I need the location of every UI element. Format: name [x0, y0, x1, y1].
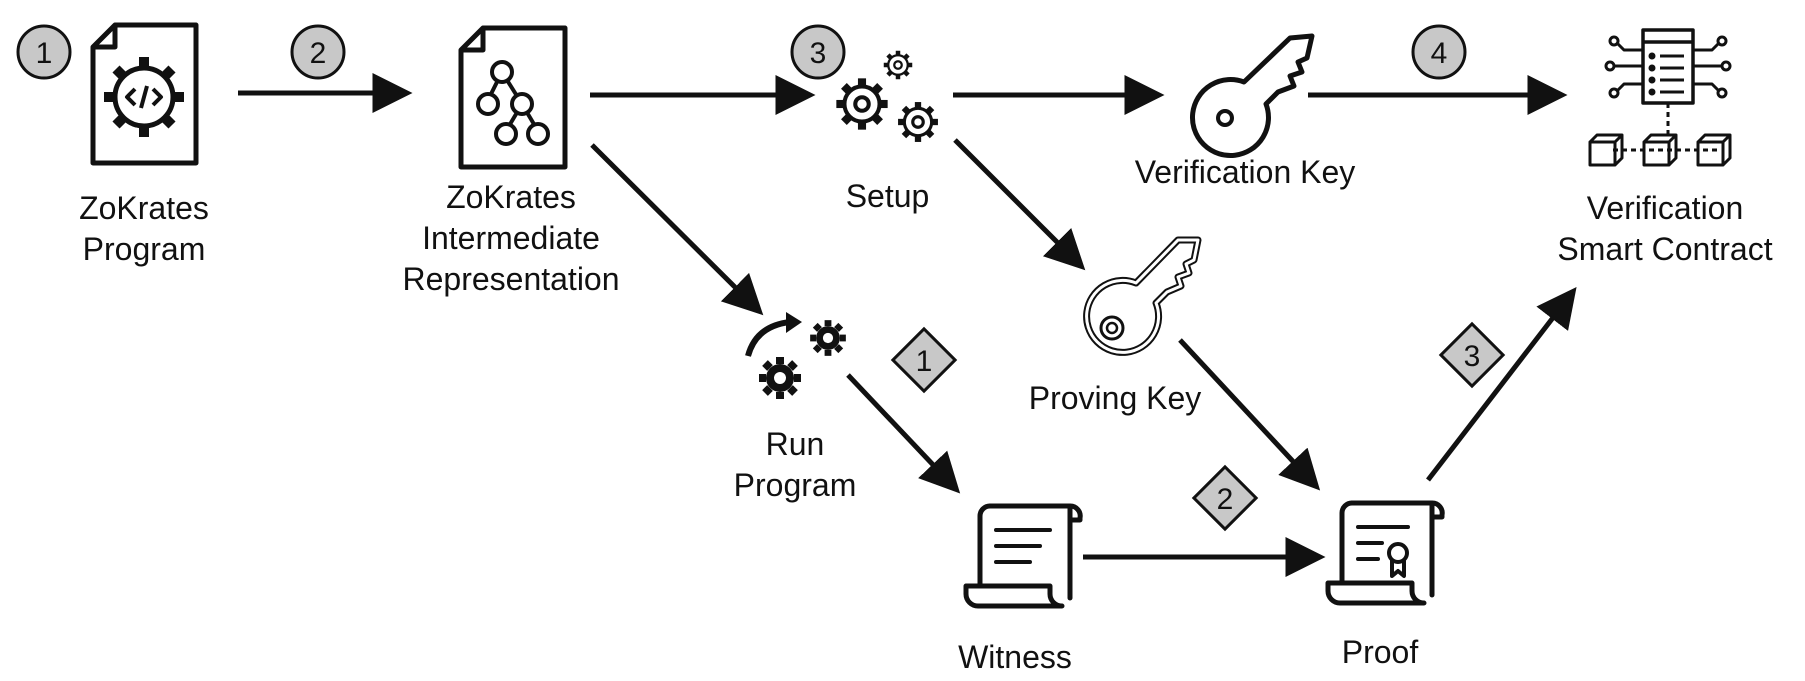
step-badge-circle-1: 1: [16, 24, 72, 80]
arrow-proof-to-contract: [1426, 287, 1577, 482]
svg-text:2: 2: [310, 37, 327, 70]
step-badge-circle-4: 4: [1411, 24, 1467, 80]
label-zokrates-ir: ZoKrates Intermediate Representation: [402, 179, 620, 297]
key-icon: [1190, 33, 1315, 158]
run-gears-icon: [745, 312, 846, 399]
label-proving-key: Proving Key: [1028, 380, 1202, 416]
svg-text:1: 1: [36, 37, 53, 70]
svg-text:1: 1: [916, 345, 933, 378]
arrow-run-program-to-witness: [846, 373, 961, 494]
scroll-icon: [963, 503, 1083, 609]
smart-contract-blocks-icon: [1588, 28, 1732, 167]
certificate-scroll-icon: [1325, 500, 1445, 606]
gears-icon: [836, 51, 938, 142]
label-proof: Proof: [1341, 634, 1419, 670]
step-badge-circle-2: 2: [290, 24, 346, 80]
step-badge-diamond-3: 3: [1438, 321, 1506, 389]
step-badge-circle-3: 3: [790, 24, 846, 80]
svg-text:3: 3: [810, 37, 827, 70]
step-badge-diamond-2: 2: [1191, 464, 1259, 532]
label-run-program: Run Program: [733, 426, 857, 503]
label-zokrates-program: ZoKrates Program: [79, 190, 209, 267]
arrow-proving-key-to-proof: [1178, 338, 1321, 491]
label-verification-key: Verification Key: [1134, 154, 1356, 190]
svg-text:3: 3: [1464, 340, 1481, 373]
label-verification-smart-contract: Verification Smart Contract: [1557, 190, 1773, 267]
step-badge-diamond-1: 1: [890, 326, 958, 394]
svg-text:4: 4: [1431, 37, 1448, 70]
tree-document-icon: [458, 25, 568, 170]
arrow-ir-to-run-program: [590, 143, 764, 316]
outline-key-icon: [1083, 236, 1202, 356]
label-setup: Setup: [845, 178, 930, 214]
gear-code-document-icon: [90, 22, 199, 166]
svg-text:2: 2: [1217, 483, 1234, 516]
arrow-setup-to-proving-key: [953, 138, 1086, 271]
arrows: [238, 73, 1577, 577]
label-witness: Witness: [958, 639, 1072, 675]
